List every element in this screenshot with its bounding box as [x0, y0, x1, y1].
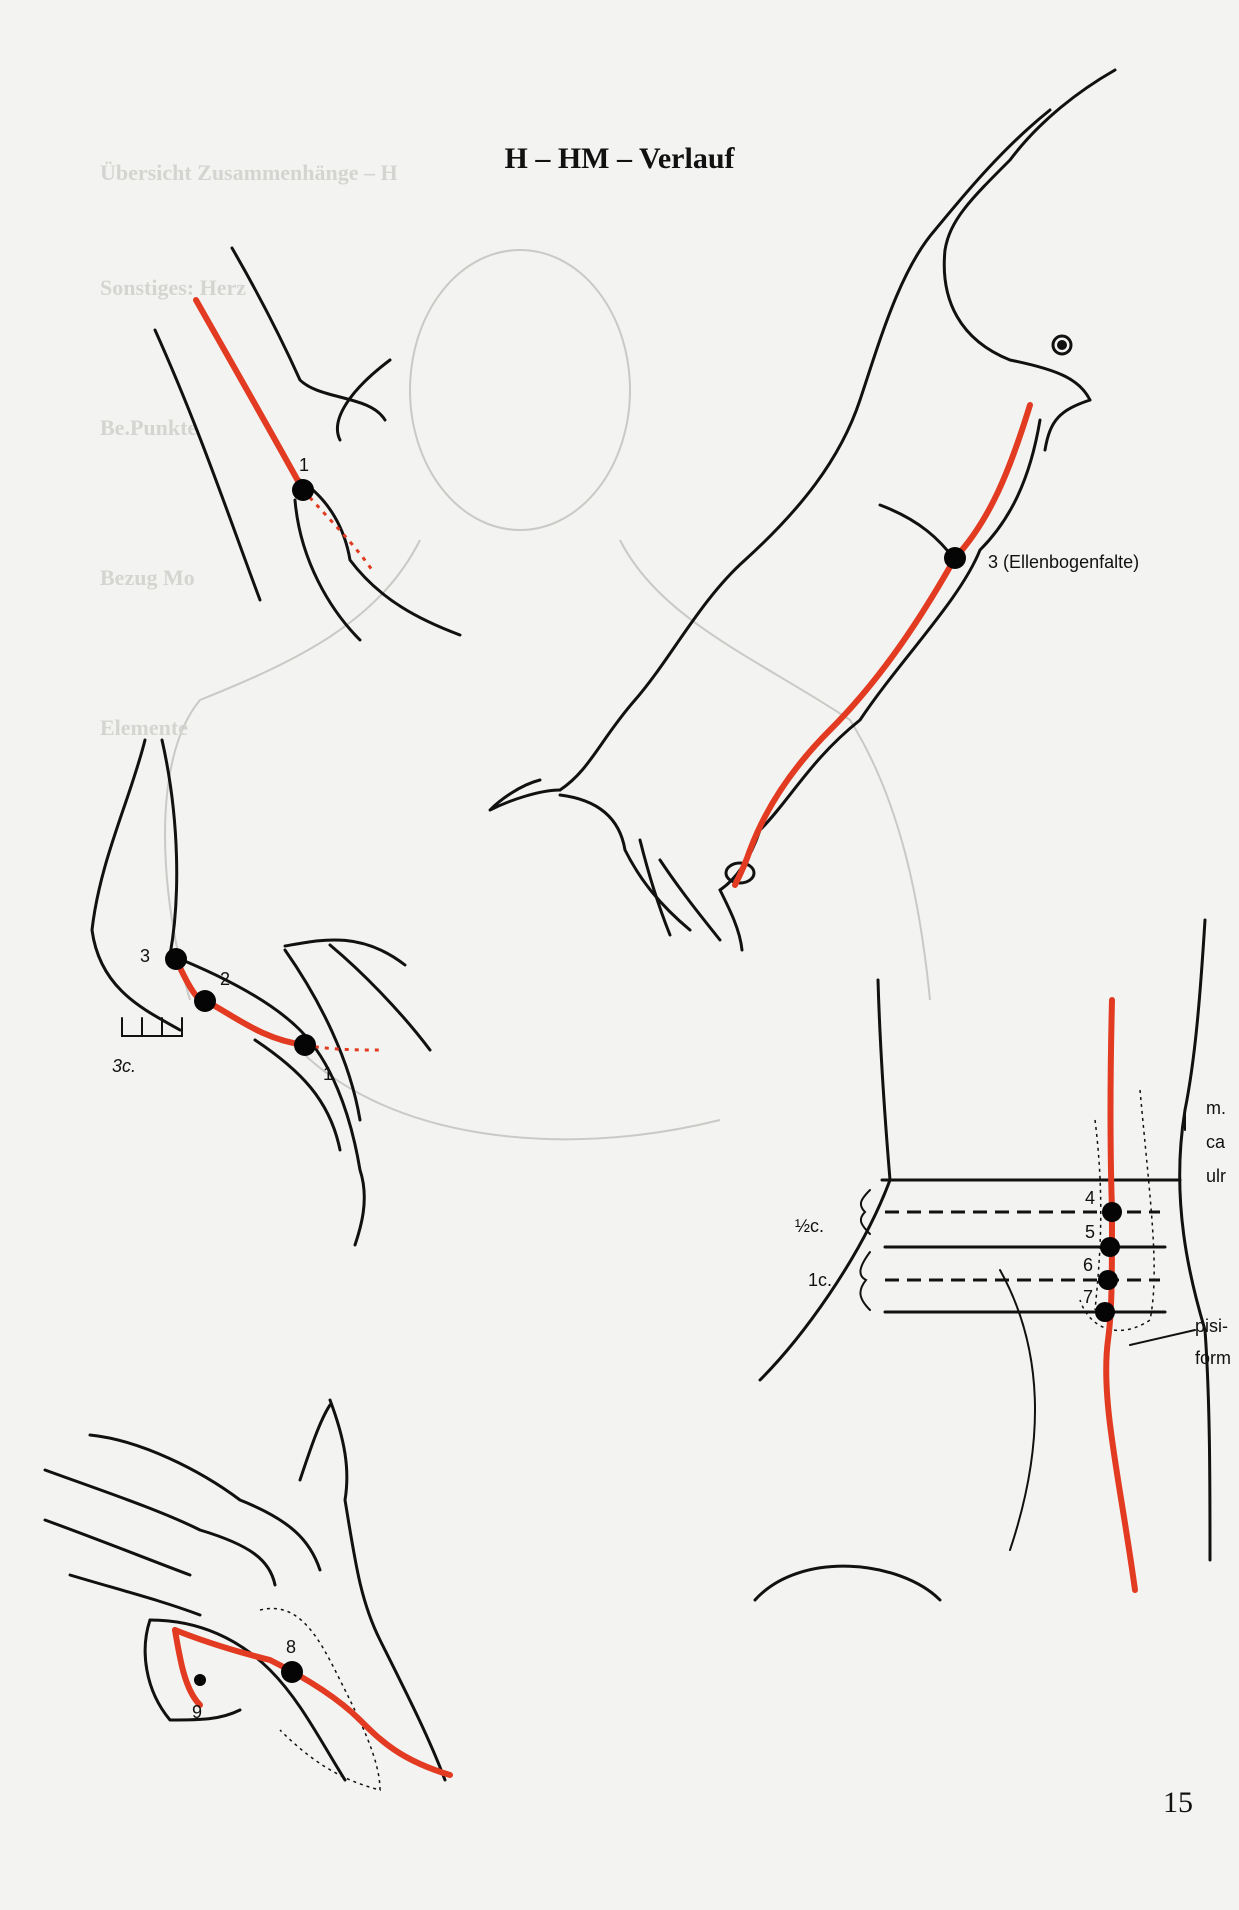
- hand-figure: 8 9: [45, 1400, 450, 1790]
- wrist-one-cun-label: 1c.: [808, 1270, 832, 1290]
- acupoint-h5: [1100, 1237, 1120, 1257]
- pisiform-label-line2: form: [1195, 1348, 1231, 1368]
- page-number: 15: [1163, 1786, 1193, 1820]
- acupoint-h2-elbow: [194, 990, 216, 1012]
- wrist-half-cun-label: ½c.: [795, 1216, 824, 1236]
- acupoint-h6: [1098, 1270, 1118, 1290]
- page-title: H – HM – Verlauf: [0, 142, 1239, 176]
- wrist-point-4-label: 4: [1085, 1188, 1095, 1208]
- wrist-point-5-label: 5: [1085, 1222, 1095, 1242]
- acupoint-h3-elbow: [165, 948, 187, 970]
- muscle-label-line1: m.: [1206, 1098, 1226, 1118]
- armpit-figure: 1: [155, 248, 460, 640]
- elbow-measure-label: 3c.: [112, 1056, 136, 1076]
- acupoint-h1-armpit: [292, 479, 314, 501]
- acupoint-h3-ellenbogenfalte: [944, 547, 966, 569]
- svg-text:Bezug Mo: Bezug Mo: [100, 565, 195, 590]
- muscle-label-line2: ca: [1206, 1132, 1226, 1152]
- wrist-point-6-label: 6: [1083, 1255, 1093, 1275]
- elbow-point-3-label: 3: [140, 946, 150, 966]
- wrist-point-7-label: 7: [1083, 1287, 1093, 1307]
- elbow-figure: 3 2 1 3c.: [92, 740, 430, 1245]
- acupoint-h4: [1102, 1202, 1122, 1222]
- acupoint-h9: [194, 1674, 206, 1686]
- acupoint-h1-elbow: [294, 1034, 316, 1056]
- elbow-point-1-label: 1: [323, 1064, 333, 1084]
- wrist-figure: 4 5 6 7 ½c. 1c. m. ca ulr pisi- form: [755, 920, 1231, 1600]
- pisiform-label-line1: pisi-: [1195, 1316, 1228, 1336]
- acupoint-h7: [1095, 1302, 1115, 1322]
- elbow-point-2-label: 2: [220, 969, 230, 989]
- svg-text:Sonstiges: Herz: Sonstiges: Herz: [100, 275, 246, 300]
- svg-text:Elemente: Elemente: [100, 715, 188, 740]
- arm-point-3-label: 3 (Ellenbogenfalte): [988, 552, 1139, 572]
- muscle-label-line3: ulr: [1206, 1166, 1226, 1186]
- hand-point-9-label: 9: [192, 1702, 202, 1722]
- show-through-background: Übersicht Zusammenhänge – H Sonstiges: H…: [100, 160, 930, 1139]
- hand-point-8-label: 8: [286, 1637, 296, 1657]
- armpit-point-1-label: 1: [299, 455, 309, 475]
- svg-text:Be.Punkte: Be.Punkte: [100, 415, 197, 440]
- acupoint-h8: [281, 1661, 303, 1683]
- arm-figure: 3 (Ellenbogenfalte): [490, 70, 1139, 950]
